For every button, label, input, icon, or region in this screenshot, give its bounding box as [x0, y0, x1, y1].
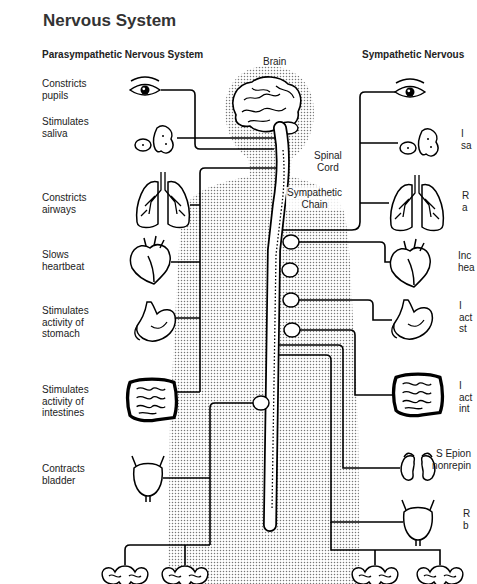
effect-label: Constricts airways: [42, 192, 98, 215]
bladder-symbol: [132, 456, 164, 502]
section-heading: Parasympathetic Nervous System: [42, 49, 203, 61]
heart-symbol: [130, 236, 170, 284]
intestines-symbol: [128, 379, 177, 421]
effect-label: Stimulates saliva: [42, 116, 98, 139]
part-label: Sympathetic Chain: [286, 187, 343, 210]
nerve-line: [200, 168, 276, 392]
organ-drawings: [102, 77, 463, 584]
stomach-symbol: [392, 300, 433, 339]
ganglion: [283, 235, 299, 249]
stomach-symbol: [135, 302, 176, 341]
effect-label: I act int: [459, 380, 472, 415]
lungs-symbol: [391, 175, 444, 231]
effect-label: S Epion nonrepin: [432, 448, 471, 471]
effect-label: Slows heartbeat: [42, 249, 98, 272]
nerve-line: [282, 92, 395, 230]
kidneys-symbol: [401, 453, 435, 480]
nerve-line: [299, 242, 391, 262]
bladder-symbol: [402, 500, 434, 546]
effect-label: Stimulates activity of stomach: [42, 305, 98, 340]
saliva-gland-symbol: [135, 126, 173, 153]
effect-label: Inc hea: [458, 250, 475, 273]
heart-symbol: [390, 239, 430, 287]
reproductive-symbol: [417, 566, 463, 584]
part-label: Brain: [263, 56, 286, 68]
eye-symbol: [130, 77, 160, 95]
nerve-line: [210, 403, 253, 545]
saliva-gland-symbol: [400, 129, 438, 156]
nerve-line: [278, 345, 400, 468]
nerve-leader-lines: [125, 90, 440, 565]
effect-label: Constricts pupils: [42, 78, 98, 101]
ganglion: [284, 323, 300, 337]
nerve-line: [299, 300, 392, 320]
reproductive-symbol: [352, 566, 398, 584]
nerve-line: [300, 330, 393, 395]
effect-label: R a: [462, 190, 469, 213]
spinal-cord-fill: [270, 128, 283, 525]
nerve-line: [163, 477, 210, 479]
brain-drawing: [233, 77, 301, 134]
nerve-line: [276, 355, 403, 522]
sympathetic-chain-line: [272, 150, 284, 510]
part-label: Spinal Cord: [313, 150, 343, 173]
nerve-line: [177, 137, 275, 139]
ganglion: [253, 396, 269, 410]
eye-symbol: [395, 79, 425, 97]
effect-label: R b: [463, 508, 470, 531]
brain-folds: [242, 86, 294, 122]
intestines-symbol: [394, 374, 443, 416]
nerve-line: [125, 545, 210, 565]
effect-label: Contracts bladder: [42, 463, 98, 486]
ganglion: [283, 293, 299, 307]
nerve-line: [360, 143, 398, 203]
section-heading: Sympathetic Nervous: [362, 49, 464, 61]
effect-label: Stimulates activity of intestines: [42, 384, 98, 419]
reproductive-symbol: [162, 566, 208, 584]
effect-label: I sa: [461, 128, 472, 151]
reproductive-symbol: [102, 566, 148, 584]
lungs-symbol: [137, 172, 190, 228]
ganglion: [282, 263, 298, 277]
nerve-line: [171, 205, 200, 392]
effect-label: I act st: [459, 300, 472, 335]
diagram-title: Nervous System: [43, 11, 176, 31]
spinal-cord-outline: [270, 128, 283, 525]
